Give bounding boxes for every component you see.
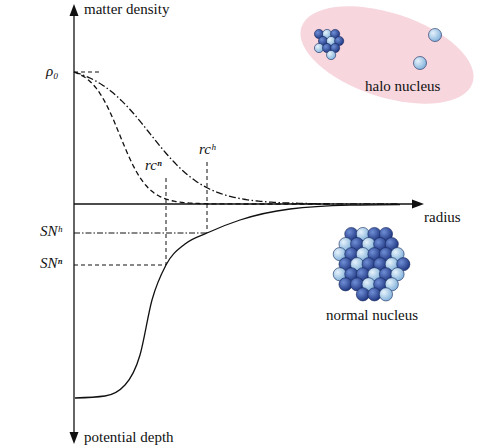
symbol-label: ρ₀ bbox=[46, 62, 58, 80]
nucleon bbox=[339, 278, 352, 291]
potential-curve bbox=[75, 205, 400, 398]
halo-core bbox=[314, 29, 343, 59]
vertical-axis bbox=[73, 14, 74, 434]
nucleon bbox=[379, 288, 392, 301]
halo-ellipse bbox=[295, 5, 480, 105]
arrow-head bbox=[70, 432, 79, 444]
guide-lines bbox=[74, 72, 207, 265]
halo-density-curve bbox=[74, 72, 398, 204]
axis-label: radius bbox=[424, 208, 461, 226]
symbol-label: rcʰ bbox=[199, 140, 215, 158]
symbol-label: SNⁿ bbox=[40, 254, 62, 272]
symbol-label: SNʰ bbox=[40, 222, 62, 240]
normal-nucleus-picture bbox=[333, 227, 410, 300]
node-label: halo nucleus bbox=[365, 77, 440, 95]
halo-neutron bbox=[414, 57, 427, 70]
axis-label: potential depth bbox=[84, 428, 174, 446]
rho-guide bbox=[74, 72, 100, 73]
arrow-head bbox=[412, 200, 424, 209]
radius-guide bbox=[166, 178, 167, 265]
symbol-label: rcⁿ bbox=[145, 156, 162, 174]
nucleon bbox=[327, 50, 336, 59]
axis-label: normal nucleus bbox=[326, 306, 418, 324]
nucleon bbox=[356, 288, 369, 301]
radius-guide bbox=[207, 162, 208, 233]
energy-guide bbox=[74, 265, 166, 266]
arrow-head bbox=[70, 4, 79, 16]
halo-region: halo nucleus bbox=[295, 5, 480, 105]
energy-guide bbox=[74, 233, 207, 234]
nucleon bbox=[368, 288, 381, 301]
axis-label: matter density bbox=[84, 0, 169, 18]
halo-neutron bbox=[429, 29, 442, 42]
